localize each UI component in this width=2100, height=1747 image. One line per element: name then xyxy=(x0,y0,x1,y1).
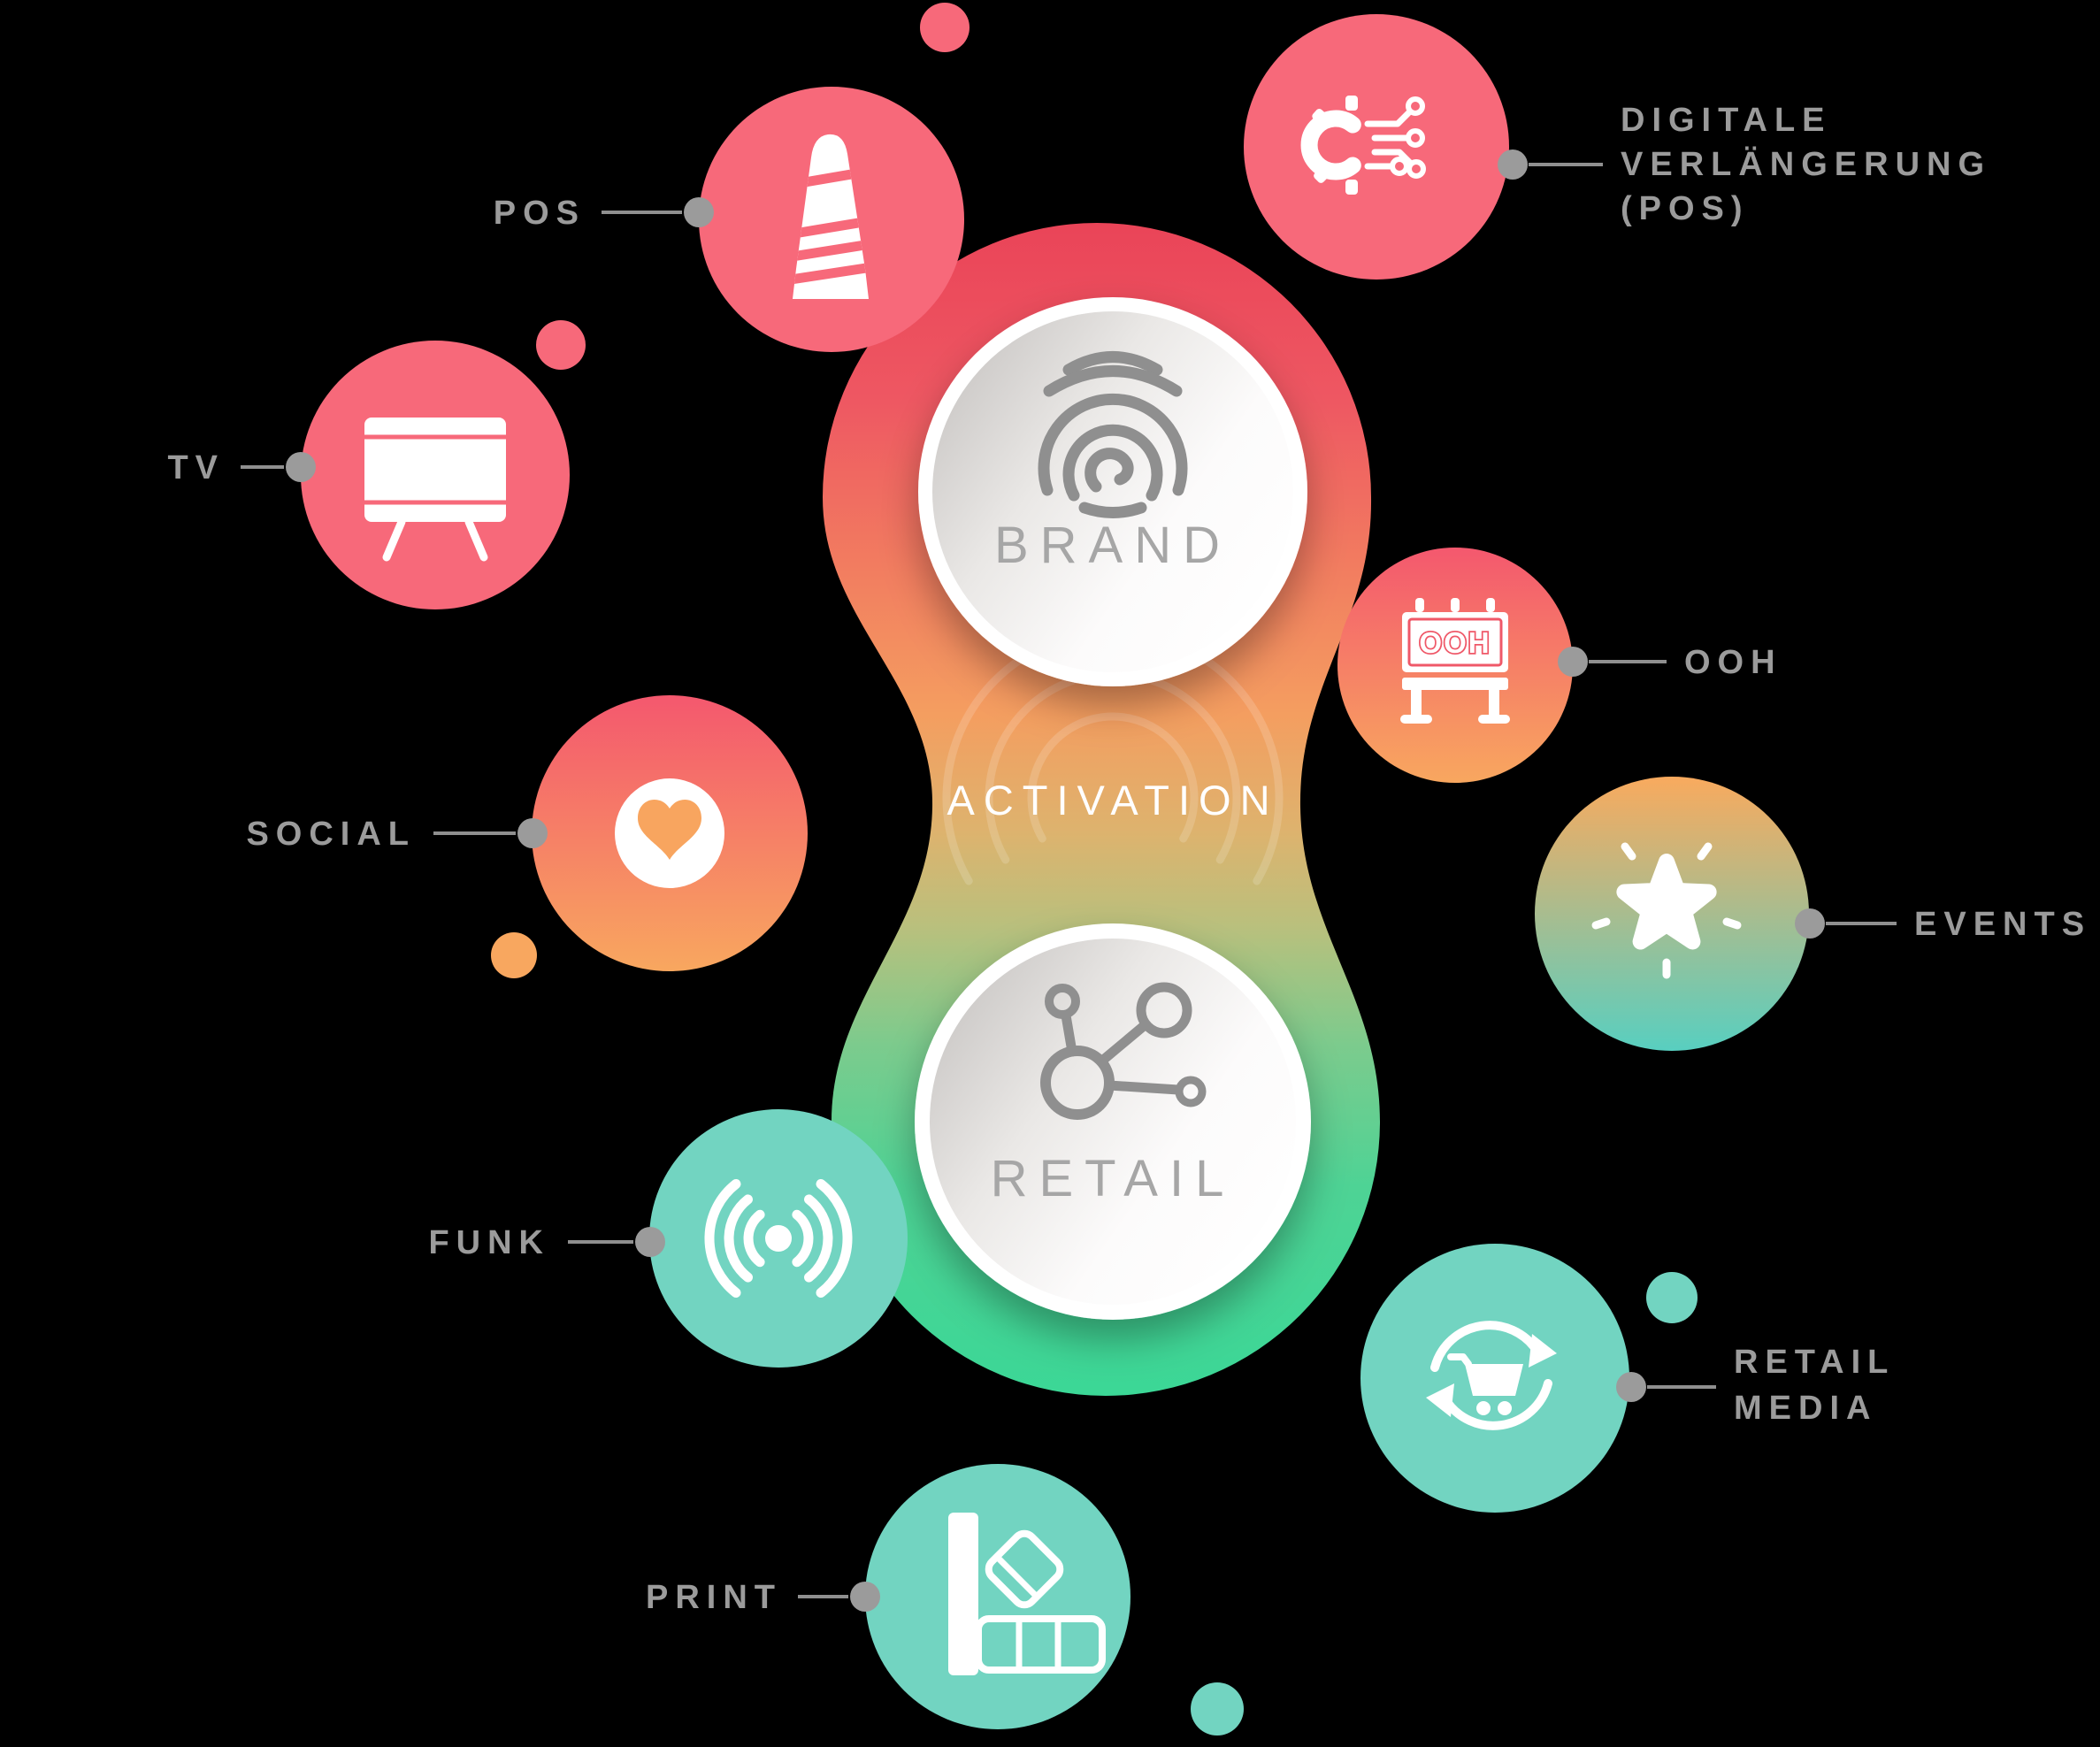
digitale-label-line2: VERLÄNGERUNG xyxy=(1621,145,1991,183)
brand-node: BRAND xyxy=(918,297,1307,686)
funk-label: FUNK xyxy=(428,1224,550,1261)
print-circle xyxy=(865,1464,1130,1729)
satellite-retail-media: RETAIL MEDIA xyxy=(1360,1244,1895,1513)
satellite-events: EVENTS xyxy=(1535,777,2091,1051)
social-connector-dot xyxy=(517,818,548,848)
satellite-funk: FUNK xyxy=(428,1109,908,1368)
ooh-connector-dot xyxy=(1558,647,1588,677)
decorative-dot-teal-bottom xyxy=(1191,1682,1244,1736)
brand-circle-disc xyxy=(932,311,1293,672)
decorative-dot-red-top xyxy=(920,3,970,52)
fingerprint-icon xyxy=(1038,351,1188,518)
events-connector-dot xyxy=(1795,908,1825,939)
print-connector-dot xyxy=(850,1582,880,1612)
share-network-icon xyxy=(1040,982,1207,1120)
digitale-label-line1: DIGITALE xyxy=(1621,102,1832,139)
cart-refresh-icon xyxy=(1426,1321,1557,1430)
digitale-circle xyxy=(1244,14,1509,280)
heart-icon xyxy=(615,778,724,888)
billboard-icon: OOH xyxy=(1400,598,1510,724)
color-swatch-icon xyxy=(948,1513,1106,1675)
satellite-print: PRINT xyxy=(646,1464,1130,1729)
satellite-pos: POS xyxy=(494,87,964,352)
funk-connector-dot xyxy=(635,1227,665,1257)
print-label: PRINT xyxy=(646,1579,782,1616)
events-label: EVENTS xyxy=(1914,906,2091,943)
digitale-label-line3: (POS) xyxy=(1621,190,1750,227)
satellite-tv: TV xyxy=(167,341,570,609)
retail-media-connector-dot xyxy=(1616,1372,1646,1402)
ripple-arc-inner xyxy=(1027,712,1199,843)
decorative-dot-red-left xyxy=(536,320,586,370)
billboard-text: OOH xyxy=(1419,626,1491,659)
decorative-dot-orange xyxy=(491,932,537,978)
pos-connector-dot xyxy=(684,197,714,227)
ooh-label: OOH xyxy=(1684,644,1782,681)
brand-label: BRAND xyxy=(994,517,1231,574)
tv-connector-dot xyxy=(286,452,316,482)
activation-label: ACTIVATION xyxy=(947,777,1278,824)
gear-circuit-icon xyxy=(1300,96,1426,195)
radio-waves-icon xyxy=(704,1179,853,1298)
retail-node: RETAIL xyxy=(915,923,1311,1320)
tv-label: TV xyxy=(167,449,225,487)
digitale-connector-dot xyxy=(1498,149,1528,180)
decorative-dot-teal-right xyxy=(1646,1272,1698,1323)
pos-label: POS xyxy=(494,195,586,232)
star-icon xyxy=(1591,842,1742,979)
retail-circle-disc xyxy=(930,939,1296,1305)
satellite-digitale: DIGITALE VERLÄNGERUNG (POS) xyxy=(1244,14,1991,280)
retail-media-label-line2: MEDIA xyxy=(1734,1390,1877,1427)
retail-media-label-line1: RETAIL xyxy=(1734,1344,1895,1381)
social-label: SOCIAL xyxy=(246,816,416,853)
satellite-social: SOCIAL xyxy=(246,695,808,971)
wobbler-icon xyxy=(793,134,869,299)
retail-label: RETAIL xyxy=(991,1150,1236,1207)
tv-icon xyxy=(364,418,506,562)
satellite-ooh: OOH OOH xyxy=(1337,548,1782,783)
